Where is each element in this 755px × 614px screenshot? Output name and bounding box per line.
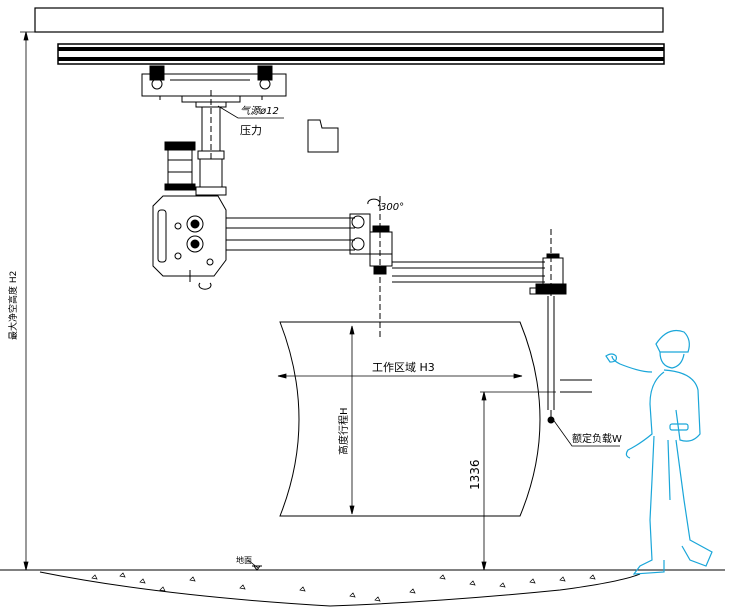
rotation-label: 300° bbox=[380, 202, 404, 213]
end-effector bbox=[529, 229, 592, 424]
dim-max-height bbox=[20, 31, 40, 571]
dim-vertical-travel bbox=[349, 325, 355, 515]
work-area-label: 工作区域 H3 bbox=[372, 361, 435, 374]
inner-arm bbox=[226, 213, 371, 255]
arm-hub bbox=[152, 195, 227, 282]
height-value-label: 1336 bbox=[468, 459, 482, 490]
hub-rotation-arrow bbox=[198, 282, 212, 290]
overhead-rail bbox=[57, 43, 665, 65]
lift-cylinder bbox=[164, 141, 196, 191]
leader-lines bbox=[217, 105, 620, 569]
rated-load-label: 额定负载W bbox=[572, 432, 622, 445]
work-envelope bbox=[279, 321, 541, 517]
ground-hatching bbox=[91, 572, 596, 602]
ground bbox=[0, 565, 725, 607]
dim-height bbox=[480, 391, 556, 571]
trolley bbox=[141, 65, 287, 108]
column bbox=[195, 90, 227, 196]
ground-label: 地面 bbox=[236, 555, 252, 565]
operator-figure bbox=[605, 329, 713, 575]
air-source-label: 气源ø12 bbox=[240, 105, 279, 117]
bracket-sign bbox=[307, 119, 339, 153]
vertical-travel-label: 高度行程H bbox=[337, 407, 350, 455]
pressure-label: 压力 bbox=[240, 124, 262, 137]
elbow-joint bbox=[369, 196, 393, 340]
outer-arm bbox=[392, 253, 564, 285]
dim-work-area bbox=[277, 373, 523, 379]
ceiling-bar bbox=[34, 7, 664, 33]
rotation-arrow-icon bbox=[367, 198, 381, 207]
max-height-label: 最大净空高度 H2 bbox=[7, 271, 19, 340]
